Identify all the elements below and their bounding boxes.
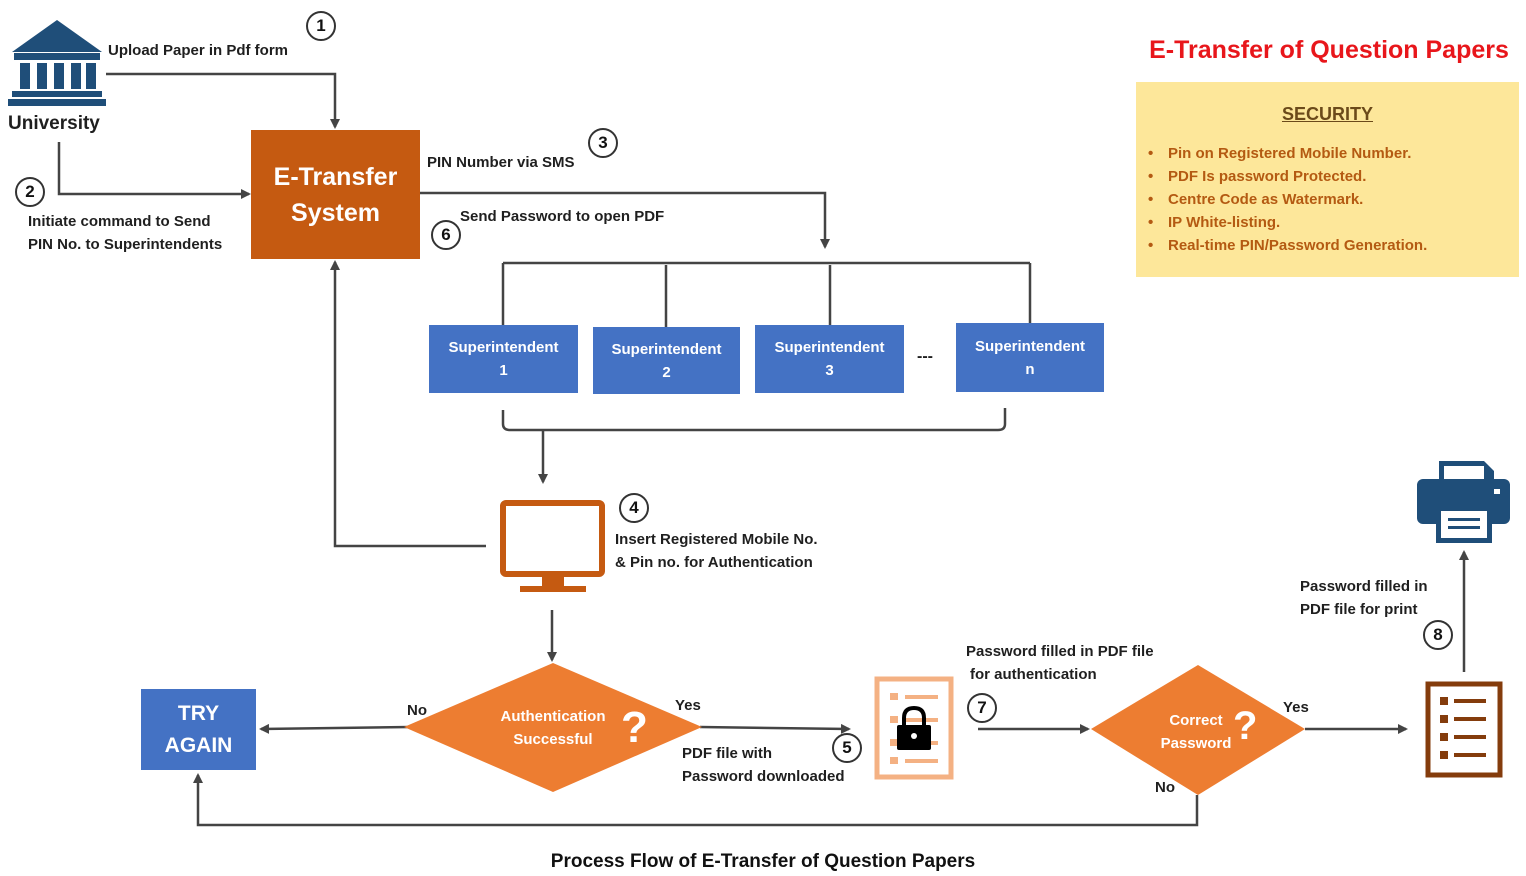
brace <box>501 408 1007 432</box>
step-5-label: PDF file with Password downloaded <box>682 742 845 788</box>
step-3-number: 3 <box>588 128 618 158</box>
auth-decision-line1: Authentication <box>500 708 606 725</box>
auth-no-label: No <box>407 702 427 719</box>
step-2-line1: Initiate command to Send <box>28 213 211 230</box>
step-7-label: Password filled in PDF file for authenti… <box>966 640 1154 686</box>
security-item: Centre Code as Watermark. <box>1148 188 1427 211</box>
superintendent-2-name: Superintendent <box>611 340 722 358</box>
question-mark-icon: ? <box>621 703 648 752</box>
password-no-label: No <box>1155 779 1175 796</box>
step-7-line1: Password filled in PDF file <box>966 643 1154 660</box>
step-6-label: Send Password to open PDF <box>460 208 665 225</box>
page-title: E-Transfer of Question Papers <box>1149 36 1509 64</box>
security-item: Real-time PIN/Password Generation. <box>1148 234 1427 257</box>
try-again-box: TRY AGAIN <box>141 689 256 770</box>
auth-decision-line2: Successful <box>513 731 593 748</box>
checklist-document-icon <box>1425 681 1503 778</box>
password-yes-label: Yes <box>1283 699 1309 716</box>
etransfer-system-box: E-Transfer System <box>251 130 420 259</box>
step-2-label: Initiate command to Send PIN No. to Supe… <box>28 210 222 256</box>
superintendent-1-name: Superintendent <box>448 339 559 356</box>
step-8-line1: Password filled in <box>1300 578 1428 595</box>
university-label: University <box>8 113 100 134</box>
try-again-line2: AGAIN <box>164 733 233 757</box>
superintendent-3-name: Superintendent <box>774 339 885 356</box>
step-6-number: 6 <box>431 220 461 250</box>
step-4-line1: Insert Registered Mobile No. <box>615 531 818 548</box>
step-4-line2: & Pin no. for Authentication <box>615 554 813 571</box>
printer-icon <box>1417 461 1510 543</box>
step-8-line2: PDF file for print <box>1300 601 1418 618</box>
step-4-number: 4 <box>619 493 649 523</box>
diagram-caption: Process Flow of E-Transfer of Question P… <box>550 851 976 872</box>
step-2-line2: PIN No. to Superintendents <box>28 236 223 253</box>
superintendent-2-id: 2 <box>662 363 671 381</box>
connector-upload <box>106 72 340 129</box>
superintendent-3-id: 3 <box>825 362 834 379</box>
superintendent-n-name: Superintendent <box>974 337 1085 355</box>
step-5-line1: PDF file with <box>682 745 772 762</box>
try-again-line1: TRY <box>177 701 220 725</box>
security-panel: SECURITY Pin on Registered Mobile Number… <box>1136 82 1519 277</box>
connector-pin-sms <box>420 191 830 249</box>
superintendent-1-id: 1 <box>499 362 508 379</box>
superintendent-box-n: Superintendent n <box>956 323 1104 392</box>
superintendent-box-2: Superintendent 2 <box>593 327 740 394</box>
etransfer-line2: System <box>291 198 380 227</box>
step-4-label: Insert Registered Mobile No. & Pin no. f… <box>615 528 818 574</box>
question-mark-icon-2: ? <box>1233 704 1258 748</box>
step-8-number: 8 <box>1423 620 1453 650</box>
auth-decision-shape <box>404 663 702 792</box>
security-item: IP White-listing. <box>1148 211 1427 234</box>
security-heading: SECURITY <box>1281 104 1373 124</box>
password-decision-line1: Correct <box>1169 712 1223 729</box>
step-7-line2: for authentication <box>970 666 1097 683</box>
password-decision-shape <box>1091 665 1305 795</box>
etransfer-line1: E-Transfer <box>273 162 398 191</box>
superintendent-box-1: Superintendent 1 <box>429 325 578 393</box>
step-2-number: 2 <box>15 177 45 207</box>
step-8-label: Password filled in PDF file for print <box>1300 575 1428 621</box>
step-1-number: 1 <box>306 11 336 41</box>
security-item: Pin on Registered Mobile Number. <box>1148 142 1427 165</box>
locked-document-icon <box>874 676 954 780</box>
step-7-number: 7 <box>967 693 997 723</box>
auth-yes-label: Yes <box>675 697 701 714</box>
step-1-label: Upload Paper in Pdf form <box>108 42 289 59</box>
security-list: Pin on Registered Mobile Number. PDF Is … <box>1148 142 1427 257</box>
superintendent-box-3: Superintendent 3 <box>755 325 904 393</box>
step-5-line2: Password downloaded <box>682 768 845 785</box>
university-building-icon <box>8 20 106 106</box>
password-decision-label: Correct Password <box>1148 708 1244 756</box>
password-decision-line2: Password <box>1160 735 1232 752</box>
connector-monitor-to-system <box>330 260 486 548</box>
auth-decision-label: Authentication Successful <box>483 704 623 752</box>
step-5-number: 5 <box>832 733 862 763</box>
superintendent-ellipsis: --- <box>917 348 933 365</box>
step-3-label: PIN Number via SMS <box>427 154 575 171</box>
superintendent-n-id: n <box>1025 360 1035 378</box>
security-item: PDF Is password Protected. <box>1148 165 1427 188</box>
monitor-icon <box>500 500 605 592</box>
connector-initiate <box>57 142 251 199</box>
